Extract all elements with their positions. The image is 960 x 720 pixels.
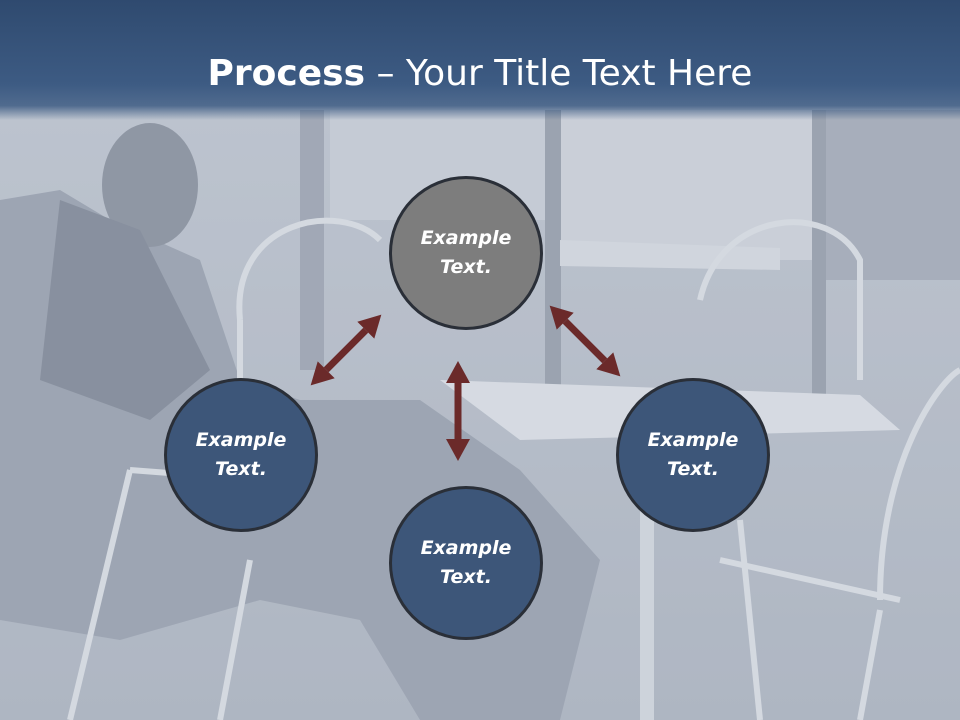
title-rest: – Your Title Text Here bbox=[365, 53, 753, 94]
node-label-top: Example Text. bbox=[401, 224, 531, 282]
node-label-right: Example Text. bbox=[628, 426, 758, 484]
slide-title: Process – Your Title Text Here bbox=[0, 52, 960, 96]
process-node-top[interactable]: Example Text. bbox=[389, 176, 543, 330]
arrow-top-left bbox=[310, 314, 382, 386]
node-text-left: Example Text. bbox=[195, 429, 287, 480]
node-label-left: Example Text. bbox=[176, 426, 306, 484]
arrow-vertical bbox=[446, 361, 470, 461]
title-bar bbox=[0, 0, 960, 120]
node-text-right: Example Text. bbox=[647, 429, 739, 480]
arrow-top-right bbox=[549, 305, 621, 377]
process-node-bottom[interactable]: Example Text. bbox=[389, 486, 543, 640]
node-label-bottom: Example Text. bbox=[401, 534, 531, 592]
node-text-top: Example Text. bbox=[420, 227, 512, 278]
title-bold: Process bbox=[207, 53, 366, 94]
node-text-bottom: Example Text. bbox=[420, 537, 512, 588]
process-node-left[interactable]: Example Text. bbox=[164, 378, 318, 532]
process-node-right[interactable]: Example Text. bbox=[616, 378, 770, 532]
